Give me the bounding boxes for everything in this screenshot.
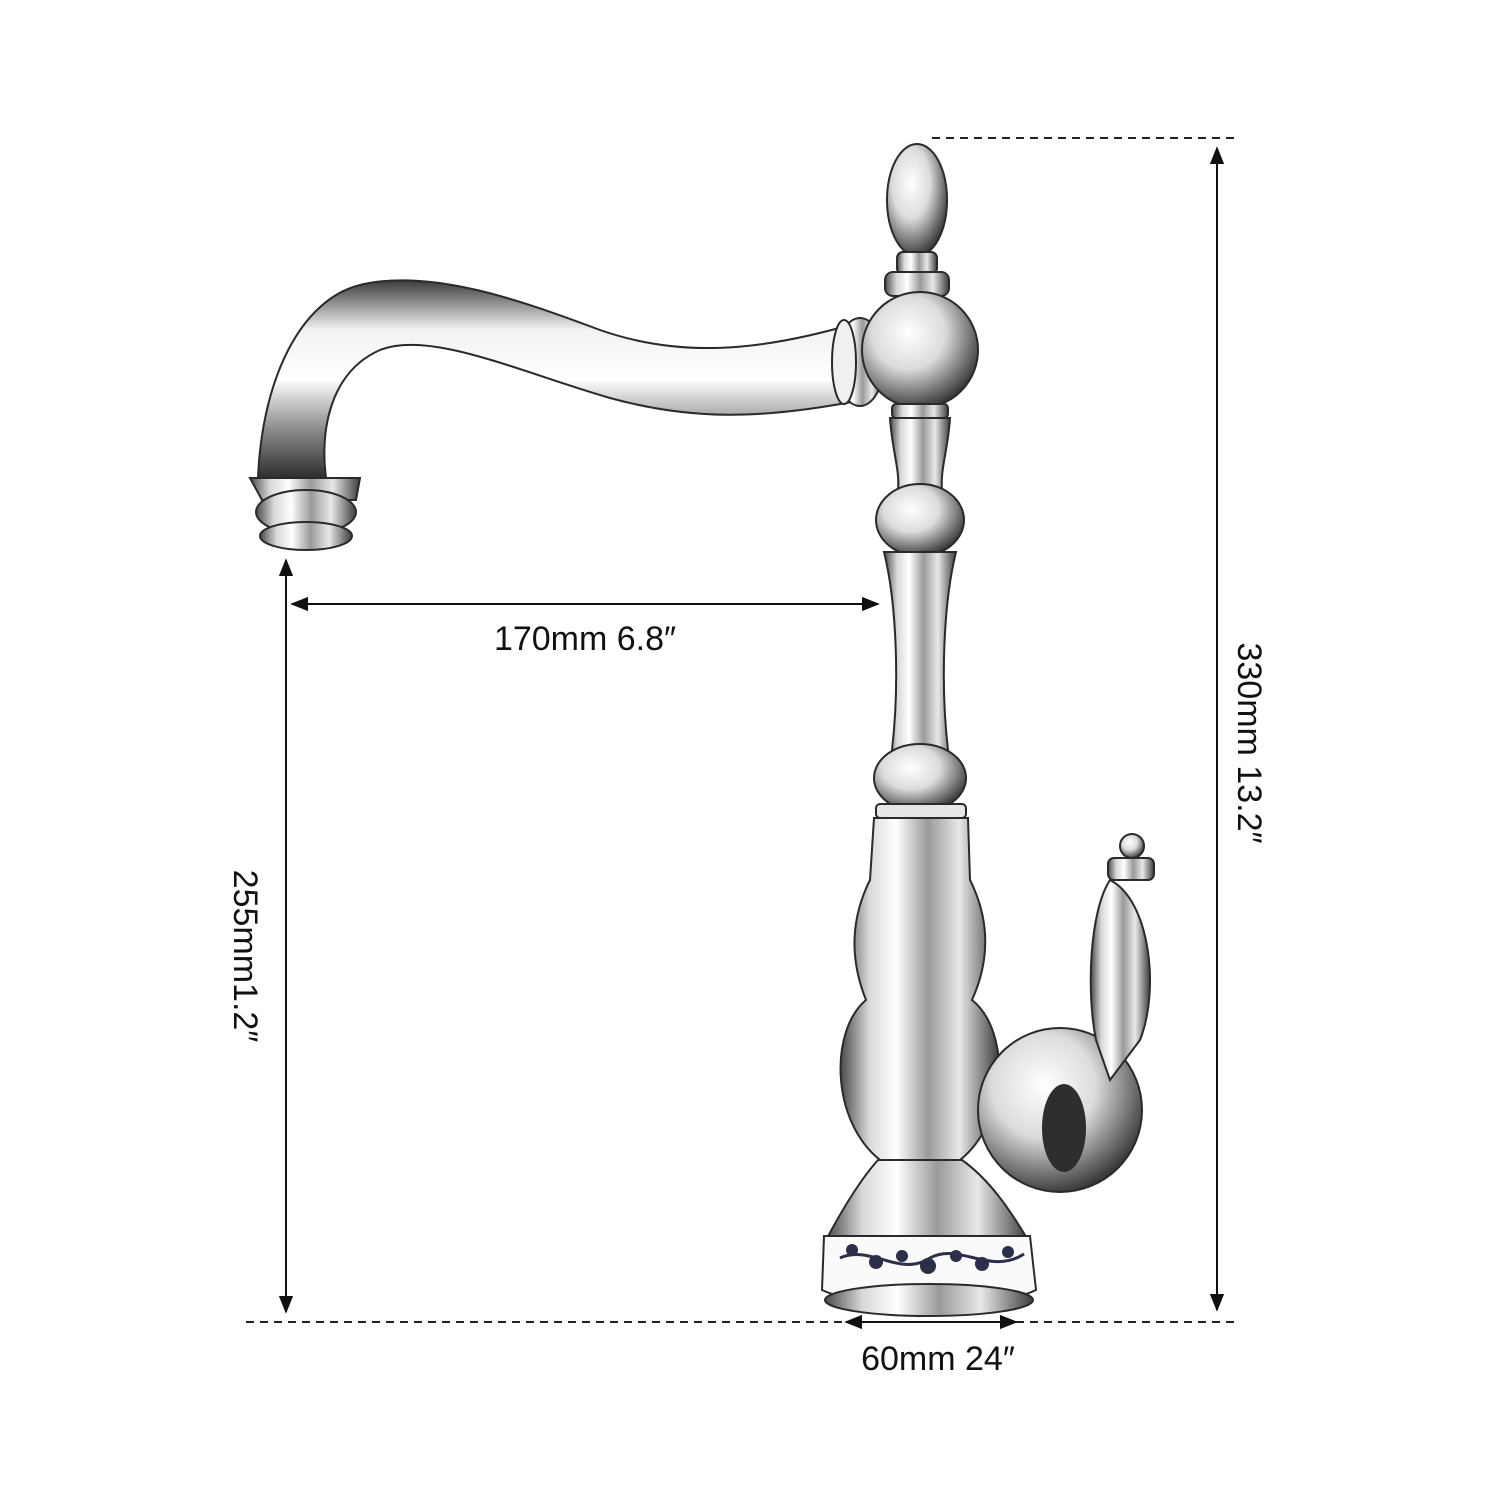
spout-arm [256,279,864,479]
floral-pattern [839,1244,1025,1274]
faucet-base [824,1159,1030,1241]
dimension-lines [246,137,1240,1330]
swivel-ball [861,291,979,409]
finial [886,143,948,257]
spout-height-label: 255mm1.2″ [226,870,264,1043]
faucet-image [248,143,1155,1317]
column-upper [888,417,952,491]
faucet-body [839,817,1001,1161]
base-diameter-label: 60mm 24″ [861,1340,1015,1378]
lever-handle [1089,878,1151,1083]
total-height-label: 330mm 13.2″ [1230,642,1268,843]
reach-label: 170mm 6.8″ [494,620,676,658]
column-middle [882,551,958,751]
